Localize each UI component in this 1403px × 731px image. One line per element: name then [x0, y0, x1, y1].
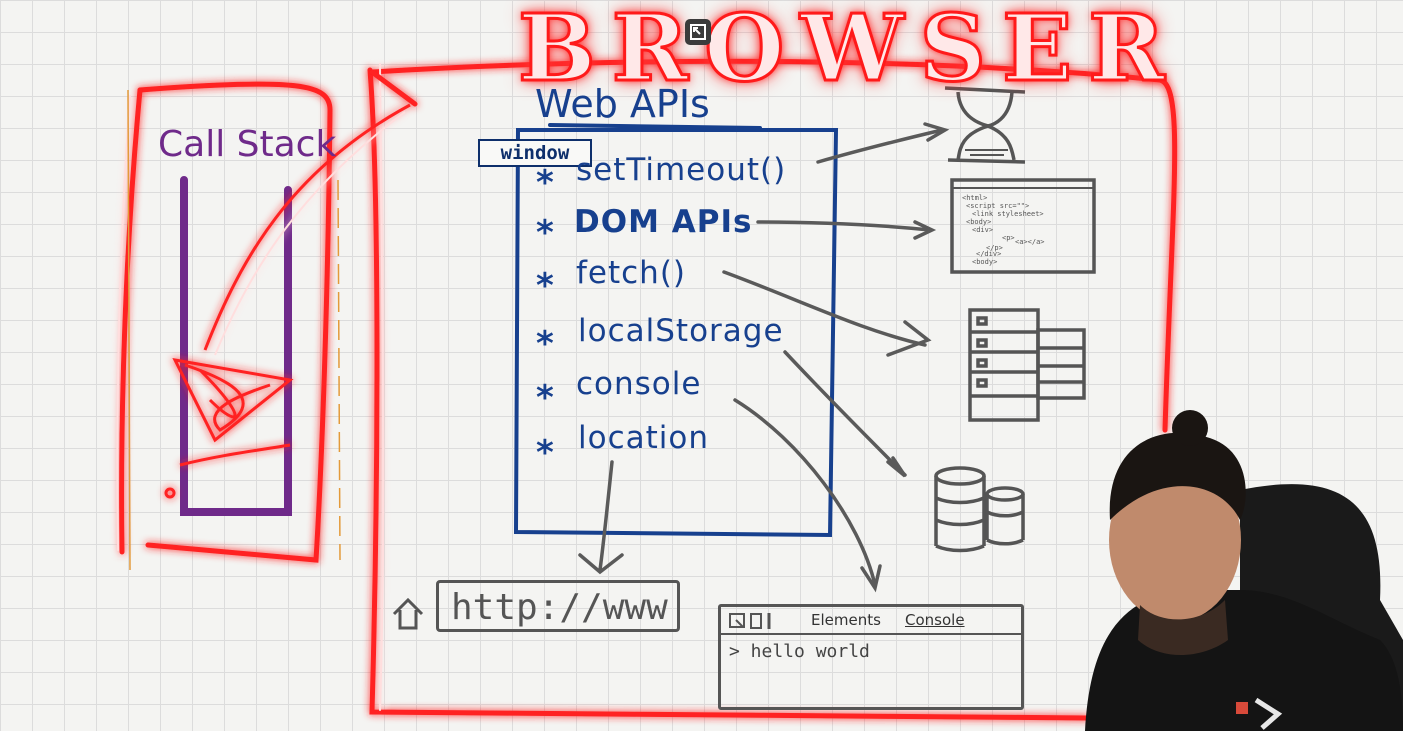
api-item-localstorage: localStorage [578, 313, 784, 349]
api-arrows [578, 122, 950, 593]
html-line: <a></a> [1015, 238, 1045, 246]
url-bar-sketch: http://www [436, 580, 680, 632]
api-item-fetch: fetch() [576, 255, 687, 291]
html-line: </div> [976, 250, 1001, 258]
tab-console: Console [905, 611, 965, 629]
bullet-star: * [536, 378, 554, 418]
presenter-figure [1085, 410, 1403, 731]
expand-icon [690, 24, 706, 40]
console-output: > hello world [729, 641, 870, 662]
home-icon [392, 597, 424, 630]
window-label: window [478, 139, 592, 167]
inspect-icon [729, 613, 771, 629]
server-rack-icon [968, 308, 1086, 422]
api-item-console: console [576, 366, 702, 402]
bullet-star: * [536, 433, 554, 473]
api-item-settimeout: setTimeout() [576, 152, 787, 188]
call-stack-title: Call Stack [158, 124, 337, 165]
database-icon [934, 466, 1025, 553]
html-line: <div> [972, 226, 993, 234]
html-line: <body> [972, 258, 997, 266]
web-apis-box [513, 123, 839, 538]
devtools-tab-bar: Elements Console [721, 607, 1021, 635]
html-line: <body> [966, 218, 991, 226]
bullet-star: * [536, 266, 554, 306]
html-line: <html> [962, 194, 987, 202]
call-stack-frame [116, 81, 333, 563]
html-line: </p> [986, 244, 1003, 252]
call-stack-guides [127, 89, 341, 571]
web-apis-title: Web APIs [535, 82, 710, 126]
bullet-star: * [536, 324, 554, 364]
expand-button[interactable] [685, 19, 711, 45]
tab-elements: Elements [811, 611, 881, 629]
devtools-console-sketch: Elements Console > hello world [718, 604, 1024, 710]
api-item-dom-apis: DOM APIs [574, 204, 753, 240]
bullet-star: * [536, 163, 554, 203]
call-stack-container [180, 176, 292, 516]
stack-frame-scribble [164, 103, 411, 499]
html-document-icon: <html> <script src=""> <link stylesheet>… [950, 178, 1096, 274]
html-line: <link stylesheet> [972, 210, 1044, 218]
browser-title: BROWSER [517, 0, 1181, 104]
api-item-location: location [578, 420, 710, 456]
bullet-star: * [536, 213, 554, 253]
html-line: <script src=""> [966, 202, 1029, 210]
hourglass-icon [944, 86, 1026, 164]
html-line: <p> [1002, 234, 1015, 242]
